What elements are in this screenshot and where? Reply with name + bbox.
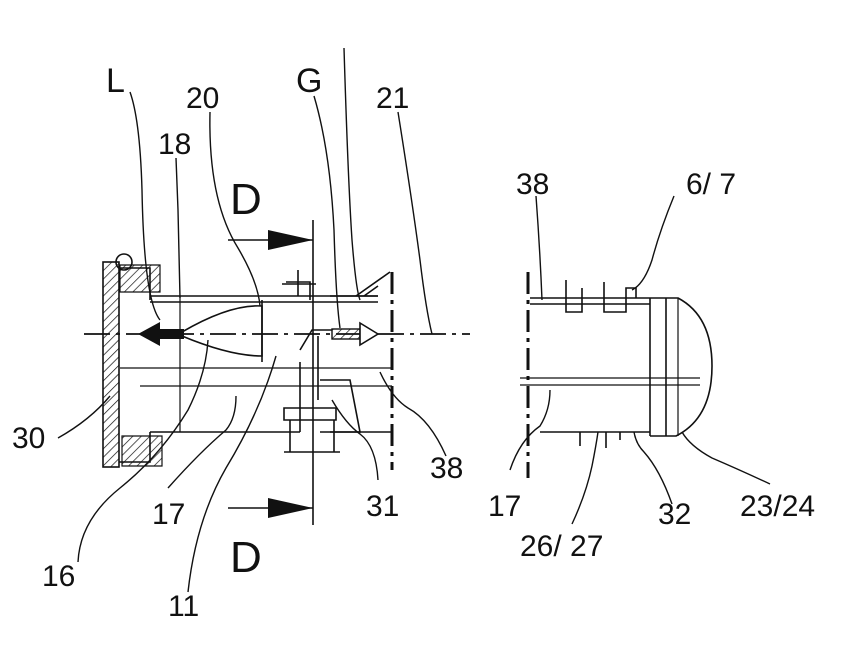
section-arrow-bottom-head [268, 498, 313, 518]
leader-38-right [536, 196, 542, 300]
section-letter-top: D [230, 175, 262, 224]
label-17-left: 17 [152, 498, 185, 531]
label-L: L [106, 62, 125, 100]
end-flange-hatched [103, 262, 119, 467]
label-32: 32 [658, 498, 691, 531]
label-G: G [296, 62, 322, 100]
leader-30 [58, 396, 110, 438]
label-20: 20 [186, 82, 219, 115]
label-11: 11 [168, 590, 199, 623]
flange-inner-wall [119, 268, 150, 462]
bottom-port [580, 432, 620, 448]
arrow-L [138, 322, 184, 346]
leader-31 [332, 400, 378, 480]
labels: L 20 G 21 18 D 38 6/ 7 30 38 17 31 17 32… [12, 62, 815, 623]
leader-26-27 [572, 432, 598, 524]
leader-21 [398, 112, 432, 334]
end-cap-dome [650, 298, 712, 436]
label-23-24: 23/24 [740, 490, 815, 523]
leader-G [314, 96, 340, 328]
label-26-27: 26/ 27 [520, 530, 603, 563]
label-30: 30 [12, 422, 45, 455]
label-21: 21 [376, 82, 409, 115]
diagonal-guide [300, 330, 332, 400]
label-17-right: 17 [488, 490, 521, 523]
part-31-housing [320, 380, 360, 432]
leader-23-24 [682, 432, 770, 484]
arrow-G [332, 323, 378, 345]
lower-coupling [284, 408, 340, 452]
section-arrow-top-head [268, 230, 313, 250]
top-stud-2 [604, 282, 636, 312]
lower-corner-weld [122, 436, 162, 466]
section-letter-bottom: D [230, 533, 262, 582]
leader-32 [634, 432, 672, 504]
label-31: 31 [366, 490, 399, 523]
leader-6-7 [632, 196, 674, 290]
label-16: 16 [42, 560, 75, 593]
leader-18 [176, 158, 180, 298]
leader-tall [344, 48, 360, 300]
label-18: 18 [158, 128, 191, 161]
top-stud-1 [566, 280, 582, 312]
leader-38-left [380, 372, 446, 456]
nozzle-cone [182, 306, 262, 356]
label-38-right: 38 [516, 168, 549, 201]
label-38-left: 38 [430, 452, 463, 485]
tube-end-wedge [356, 272, 390, 296]
leader-17-right [510, 390, 550, 470]
label-6-7: 6/ 7 [686, 168, 736, 201]
leader-17-left [168, 396, 236, 488]
right-assembly [520, 272, 712, 478]
